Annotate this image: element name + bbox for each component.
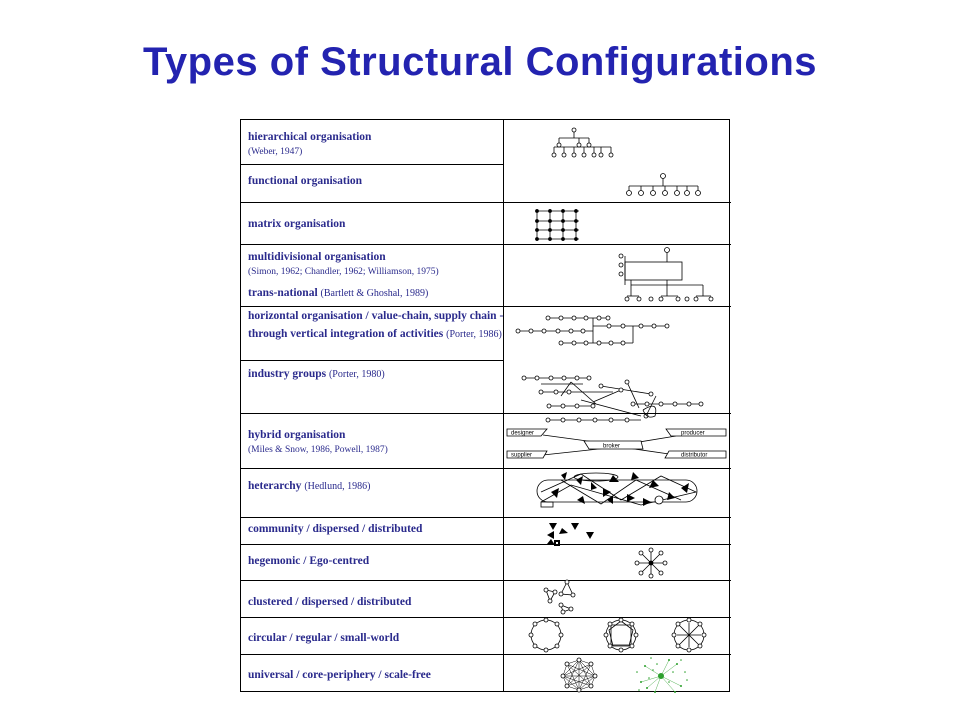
row-divider (241, 617, 731, 618)
row-divider (241, 413, 731, 414)
node-supplier: supplier (511, 453, 532, 459)
heterarchy-diagram (536, 472, 698, 508)
row-clustered: clustered / dispersed / distributed (248, 595, 508, 610)
row-label: functional organisation (248, 175, 363, 187)
row-label: horizontal organisation / value-chain, s… (248, 310, 504, 340)
row-community: community / dispersed / distributed (248, 522, 508, 537)
row-divider (241, 544, 731, 545)
row-citation: (Porter, 1980) (328, 369, 385, 380)
row-universal: universal / core-periphery / scale-free (248, 668, 508, 683)
row-multidivisional: multidivisional organisation (Simon, 196… (248, 250, 508, 301)
complete-graph-diagram (560, 657, 598, 693)
diagrams-layer: designer producer broker supplier distri… (506, 127, 727, 693)
node-broker: broker (603, 444, 620, 450)
row-label: heterarchy (248, 480, 302, 492)
clustered-diagram (543, 579, 576, 615)
configurations-table: hierarchical organisation (Weber, 1947) … (240, 119, 731, 693)
column-divider (503, 120, 504, 691)
row-industry-groups: industry groups (Porter, 1980) (248, 367, 508, 382)
node-designer: designer (511, 431, 534, 437)
row-divider (241, 306, 731, 307)
row-hierarchical: hierarchical organisation (Weber, 1947) (248, 130, 508, 160)
row-circular: circular / regular / small-world (248, 631, 508, 646)
ring-diagram (528, 617, 707, 653)
row-label: community / dispersed / distributed (248, 523, 423, 535)
row-citation: (Miles & Snow, 1986, Powell, 1987) (248, 445, 388, 455)
row-label: hybrid organisation (248, 429, 346, 441)
row-label: universal / core-periphery / scale-free (248, 669, 431, 681)
slide-title: Types of Structural Configurations (142, 40, 818, 84)
row-citation: (Weber, 1947) (248, 147, 303, 157)
row-citation-secondary: (Bartlett & Ghoshal, 1989) (320, 288, 429, 299)
row-divider (241, 164, 503, 165)
hegemonic-diagram (634, 547, 668, 579)
scale-free-cloud-diagram (636, 657, 688, 693)
row-label: multidivisional organisation (248, 251, 386, 263)
row-divider (241, 468, 731, 469)
community-diagram (547, 523, 594, 546)
node-distributor: distributor (681, 453, 707, 459)
multidivisional-diagram (618, 247, 714, 302)
value-chain-diagram (515, 315, 670, 346)
row-citation: (Porter, 1986) (446, 329, 502, 340)
row-divider (241, 244, 731, 245)
functional-diagram (626, 173, 701, 196)
row-divider (241, 654, 731, 655)
row-hegemonic: hegemonic / Ego-centred (248, 554, 508, 569)
hybrid-diagram: designer producer broker supplier distri… (506, 428, 727, 459)
row-functional: functional organisation (248, 174, 508, 189)
hierarchy-diagram (551, 127, 614, 158)
row-label: circular / regular / small-world (248, 632, 400, 644)
row-divider (241, 580, 731, 581)
row-citation: (Hedlund, 1986) (304, 481, 371, 492)
row-label: matrix organisation (248, 218, 346, 230)
row-label: clustered / dispersed / distributed (248, 596, 412, 608)
row-label: hegemonic / Ego-centred (248, 555, 370, 567)
row-divider (241, 517, 731, 518)
matrix-diagram (535, 209, 579, 241)
row-citation: (Simon, 1962; Chandler, 1962; Williamson… (248, 267, 439, 277)
row-divider (241, 360, 503, 361)
row-matrix: matrix organisation (248, 217, 508, 232)
row-horizontal: horizontal organisation / value-chain, s… (248, 307, 508, 344)
industry-groups-diagram (521, 375, 704, 423)
row-label: hierarchical organisation (248, 131, 372, 143)
node-producer: producer (681, 431, 705, 437)
row-hybrid: hybrid organisation (Miles & Snow, 1986,… (248, 428, 508, 458)
row-heterarchy: heterarchy (Hedlund, 1986) (248, 479, 508, 494)
row-label-secondary: trans-national (248, 287, 318, 299)
row-label: industry groups (248, 368, 327, 380)
row-divider (241, 202, 731, 203)
